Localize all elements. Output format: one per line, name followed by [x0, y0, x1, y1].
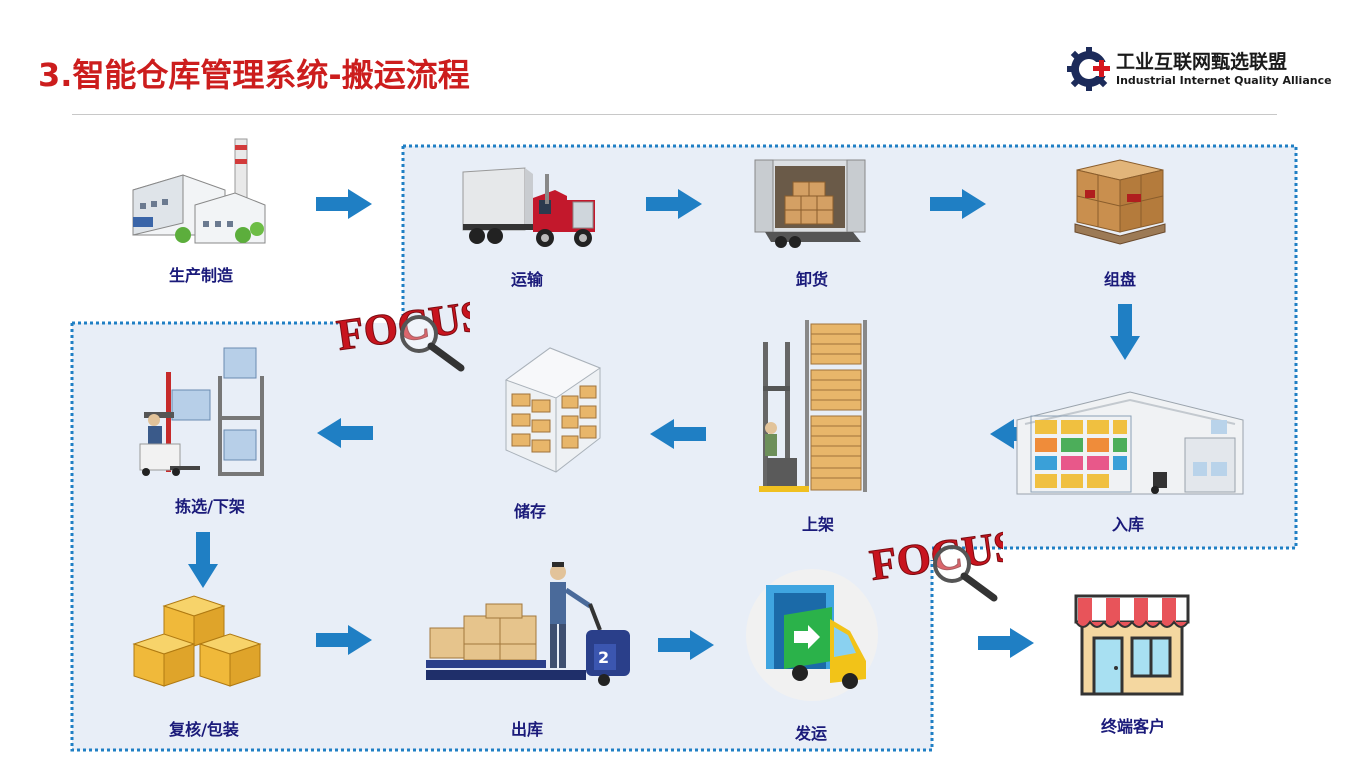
- step-outbound: [422, 560, 637, 690]
- step-label-outbound: 出库: [510, 720, 544, 739]
- warehouse-icon: [1016, 391, 1244, 495]
- step-label-picking: 拣选/下架: [175, 497, 245, 516]
- step-label-production: 生产制造: [168, 266, 234, 285]
- step-transport: [455, 160, 605, 255]
- step-production: [125, 135, 275, 250]
- step-dispatch: [742, 565, 882, 705]
- storefront-icon: [1074, 594, 1190, 696]
- truck-icon: [462, 167, 595, 247]
- step-picking: [130, 340, 270, 478]
- arrow-right-3: [930, 189, 986, 219]
- order-picker-icon: [139, 347, 264, 476]
- step-shelving: [745, 318, 885, 496]
- step-label-storage: 储存: [513, 502, 547, 521]
- arrow-down-1: [1110, 304, 1140, 360]
- arrow-right-1: [316, 189, 372, 219]
- gear-cross-logo-icon: [1067, 47, 1110, 91]
- alliance-logo: 工业互联网甄选联盟 Industrial Internet Quality Al…: [1066, 44, 1332, 94]
- step-unloading: [735, 150, 885, 250]
- focus-badge-2: FOCUS: [866, 520, 1022, 609]
- arrow-right-5: [658, 630, 714, 660]
- step-label-customer: 终端客户: [1100, 717, 1166, 736]
- step-customer: [1072, 592, 1192, 698]
- focus-badge-1: FOCUS: [333, 290, 489, 379]
- logo-name-cn: 工业互联网甄选联盟: [1116, 51, 1288, 73]
- arrow-left-2: [650, 419, 706, 449]
- step-label-dispatch: 发运: [794, 724, 828, 743]
- arrow-right-6: [978, 628, 1034, 658]
- forklift-shelving-icon: [759, 320, 867, 492]
- logo-name-en: Industrial Internet Quality Alliance: [1116, 74, 1332, 87]
- header-divider: [72, 114, 1277, 115]
- palletized-boxes-icon: [1074, 159, 1166, 245]
- arrow-left-3: [317, 418, 373, 448]
- step-packing: [128, 592, 268, 692]
- step-label-inbound: 入库: [1111, 515, 1145, 534]
- arrow-right-4: [316, 625, 372, 655]
- storage-rack-icon: [504, 347, 602, 473]
- container-unloading-icon: [754, 159, 866, 248]
- arrow-down-2: [188, 532, 218, 588]
- step-palletizing: [1045, 150, 1195, 250]
- pallet-jack-icon: [426, 562, 630, 686]
- magnifier-icon: [400, 315, 465, 372]
- pallet-jack-number: 2: [598, 648, 610, 667]
- step-label-palletizing: 组盘: [1103, 270, 1137, 289]
- factory-icon: [132, 138, 266, 244]
- step-label-packing: 复核/包装: [169, 720, 239, 739]
- page-title: 3.智能仓库管理系统-搬运流程: [38, 56, 470, 94]
- step-storage: [478, 340, 628, 480]
- step-label-transport: 运输: [510, 270, 544, 289]
- magnifier-icon: [933, 545, 998, 602]
- dispatch-truck-icon: [746, 569, 878, 701]
- boxes-icon: [132, 595, 262, 687]
- arrow-right-2: [646, 189, 702, 219]
- step-label-shelving: 上架: [801, 515, 835, 534]
- step-inbound: [1015, 390, 1245, 498]
- step-label-unloading: 卸货: [795, 270, 829, 289]
